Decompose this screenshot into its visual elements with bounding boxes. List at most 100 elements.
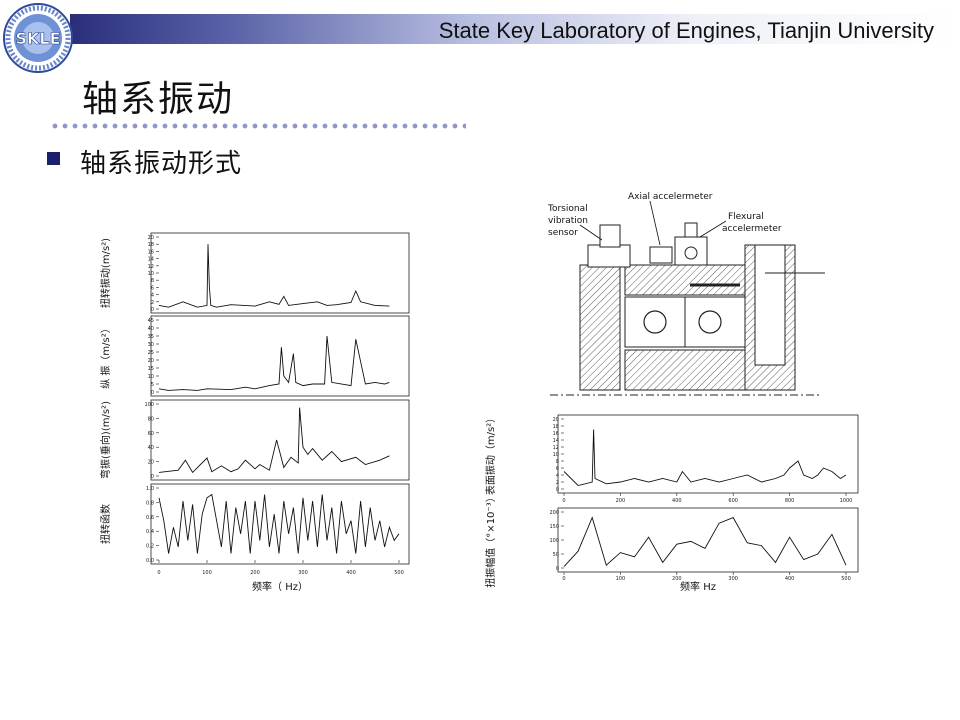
ytick-label: 15 (148, 366, 154, 372)
ytick-label: 14 (553, 438, 559, 444)
ytick-label: 0 (556, 487, 559, 493)
ytick-label: 200 (549, 510, 559, 516)
university-logo: SKLE (3, 3, 73, 73)
ytick-label: 0.6 (146, 515, 154, 521)
ytick-label: 4 (151, 293, 154, 299)
shaft-and-sensors (550, 222, 825, 396)
panel-frame (150, 315, 410, 397)
xtick-label: 300 (728, 576, 738, 582)
series-line (158, 335, 390, 391)
ytick-label: 16 (553, 431, 559, 437)
housing-hatched (579, 244, 796, 391)
ytick-label: 6 (556, 466, 559, 472)
ytick-label: 0.4 (146, 529, 154, 535)
ytick-label: 20 (148, 235, 154, 241)
ytick-label: 8 (151, 278, 154, 284)
header-band (70, 14, 960, 44)
ytick-label: 0 (151, 474, 154, 480)
right-xaxis-label: 频率 Hz (680, 580, 716, 593)
diagram-labels: Axial accelermeter Torsional vibration s… (547, 192, 782, 246)
ytick-label: 50 (553, 552, 559, 558)
ytick-label: 0.2 (146, 544, 154, 550)
ytick-label: 100 (549, 538, 559, 544)
ytick-label: 10 (148, 374, 154, 380)
institution-name: State Key Laboratory of Engines, Tianjin… (438, 18, 934, 43)
panel-ylabel: 扭转振动(m/s²) (99, 238, 112, 308)
page-title: 轴系振动 (82, 79, 235, 120)
torsional-sensor-label: Torsional (547, 204, 588, 214)
ytick-label: 0.8 (146, 500, 154, 506)
xtick-label: 600 (728, 498, 738, 504)
left-xaxis-label: 频率（ Hz） (252, 580, 308, 593)
logo-text: SKLE (15, 29, 60, 48)
xtick-label: 800 (785, 498, 795, 504)
ytick-label: 18 (553, 424, 559, 430)
right-bottom-xticks: 0 100 200 300 400 500 (562, 572, 851, 582)
xtick-label: 400 (346, 570, 356, 576)
ytick-label: 45 (148, 318, 154, 324)
ytick-label: 2 (556, 480, 559, 486)
panel-frame (150, 483, 410, 565)
xtick-label: 0 (562, 576, 565, 582)
panel-frame (557, 414, 859, 494)
ytick-label: 8 (556, 459, 559, 465)
panel-ylabel: 表面振动（m/s²） (484, 413, 497, 495)
ytick-label: 30 (148, 342, 154, 348)
panel-frame (150, 232, 410, 314)
panel-frame (557, 507, 859, 573)
panel-ylabel: 扭振幅值（°×10⁻³） (484, 492, 497, 587)
series-line (158, 407, 390, 474)
ytick-label: 80 (148, 416, 154, 422)
shaft-sensor-diagram: Axial accelermeter Torsional vibration s… (547, 192, 825, 396)
ytick-label: 1.0 (146, 486, 154, 492)
panel-frame (150, 399, 410, 481)
xtick-label: 400 (672, 498, 682, 504)
ytick-label: 5 (151, 382, 154, 388)
ytick-label: 14 (148, 257, 154, 263)
flexural-accelerometer-label: Flexural (728, 212, 764, 222)
ytick-label: 35 (148, 334, 154, 340)
ytick-label: 40 (148, 445, 154, 451)
flexural-accelerometer-label: accelermeter (722, 224, 782, 234)
xtick-label: 0 (562, 498, 565, 504)
ytick-label: 20 (148, 358, 154, 364)
dotted-divider (50, 123, 466, 129)
axial-accelerometer-label: Axial accelermeter (628, 192, 713, 202)
xtick-label: 100 (202, 570, 212, 576)
ytick-label: 60 (148, 431, 154, 437)
ytick-label: 18 (148, 242, 154, 248)
ytick-label: 12 (553, 445, 559, 451)
xtick-label: 400 (785, 576, 795, 582)
xtick-label: 500 (394, 570, 404, 576)
torsional-function-panel: 扭转函数 0.00.20.40.60.81.0 (99, 483, 410, 565)
series-line (158, 244, 390, 308)
torsional-sensor-label: vibration (548, 216, 588, 226)
ytick-label: 4 (556, 473, 559, 479)
xtick-label: 100 (616, 576, 626, 582)
xtick-label: 300 (298, 570, 308, 576)
xtick-label: 200 (616, 498, 626, 504)
ytick-label: 10 (148, 271, 154, 277)
ytick-label: 16 (148, 249, 154, 255)
bearings (624, 296, 746, 348)
ytick-label: 0 (151, 307, 154, 313)
bullet-text: 轴系振动形式 (80, 149, 243, 179)
ytick-label: 6 (151, 285, 154, 291)
xtick-label: 0 (157, 570, 160, 576)
xtick-label: 200 (672, 576, 682, 582)
panel-ylabel: 纵 振（m/s²） (99, 323, 112, 389)
ytick-label: 0 (151, 390, 154, 396)
ytick-label: 20 (148, 460, 154, 466)
xtick-label: 500 (841, 576, 851, 582)
panel-ylabel: 弯振(垂向)(m/s²) (99, 401, 112, 479)
ytick-label: 0.0 (146, 558, 154, 564)
ytick-label: 2 (151, 300, 154, 306)
